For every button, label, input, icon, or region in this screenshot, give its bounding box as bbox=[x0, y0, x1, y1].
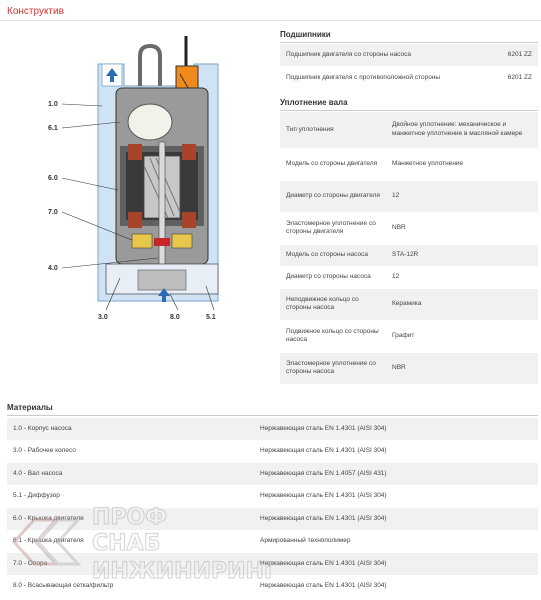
seal-value: Двойное уплотнение: механическое и манже… bbox=[386, 112, 538, 149]
diagram-label-6-0: 6.0 bbox=[48, 175, 58, 182]
shaft-seal-divider bbox=[280, 110, 538, 111]
seal-value: 12 bbox=[386, 180, 538, 213]
seal-label: Тип уплотнения bbox=[280, 112, 386, 149]
diagram-label-6-1: 6.1 bbox=[48, 125, 58, 132]
seal-value: NBR bbox=[386, 212, 538, 245]
bearing-value: 6201 ZZ bbox=[486, 44, 538, 67]
material-part: 1.0 - Корпус насоса bbox=[7, 418, 254, 441]
table-row: 1.0 - Корпус насоса Нержавеющая сталь EN… bbox=[7, 418, 538, 441]
table-row: 7.0 - Опора Нержавеющая сталь EN 1.4301 … bbox=[7, 552, 538, 576]
seal-label: Подвижное кольцо со стороны насоса bbox=[280, 320, 386, 353]
bearings-heading: Подшипники bbox=[280, 30, 331, 39]
seal-label: Модель со стороны насоса bbox=[280, 244, 386, 267]
material-value: Нержавеющая сталь EN 1.4301 (AISI 304) bbox=[254, 440, 538, 463]
table-row: 8.0 - Всасывающая сетка/фильтр Нержавеющ… bbox=[7, 575, 538, 598]
material-part: 8.0 - Всасывающая сетка/фильтр bbox=[7, 575, 254, 598]
table-row: 6.1 - Крышка двигателя Армированный техн… bbox=[7, 530, 538, 553]
table-row: 3.0 - Рабочее колесо Нержавеющая сталь E… bbox=[7, 440, 538, 463]
seal-value: Графит bbox=[386, 320, 538, 353]
table-row: 6.0 - Крышка двигателя Нержавеющая сталь… bbox=[7, 507, 538, 531]
table-row: Эластомерное уплотнение со стороны двига… bbox=[280, 212, 538, 245]
diagram-label-7-0: 7.0 bbox=[48, 209, 58, 216]
seal-label: Эластомерное уплотнение со стороны насос… bbox=[280, 352, 386, 385]
material-value: Нержавеющая сталь EN 1.4301 (AISI 304) bbox=[254, 552, 538, 576]
table-row: Неподвижное кольцо со стороны насоса Кер… bbox=[280, 288, 538, 321]
bearing-label: Подшипник двигателя с противоположной ст… bbox=[280, 66, 486, 90]
diagram-label-3-0: 3.0 bbox=[98, 314, 108, 321]
diagram-label-1-0: 1.0 bbox=[48, 101, 58, 108]
page-title: Конструктив bbox=[7, 6, 64, 17]
material-value: Нержавеющая сталь EN 1.4301 (AISI 304) bbox=[254, 485, 538, 508]
seal-label: Эластомерное уплотнение со стороны двига… bbox=[280, 212, 386, 245]
bearings-table: Подшипник двигателя со стороны насоса 62… bbox=[280, 44, 538, 90]
materials-table: 1.0 - Корпус насоса Нержавеющая сталь EN… bbox=[7, 418, 538, 598]
material-part: 6.0 - Крышка двигателя bbox=[7, 507, 254, 531]
bearings-divider bbox=[280, 42, 538, 43]
material-value: Нержавеющая сталь EN 1.4057 (AISI 431) bbox=[254, 462, 538, 486]
table-row: Эластомерное уплотнение со стороны насос… bbox=[280, 352, 538, 385]
seal-value: STA-12R bbox=[386, 244, 538, 267]
seal-value: Манжетное уплотнение bbox=[386, 148, 538, 181]
material-value: Нержавеющая сталь EN 1.4301 (AISI 304) bbox=[254, 418, 538, 441]
title-divider bbox=[0, 20, 541, 21]
material-value: Армированный технополимер bbox=[254, 530, 538, 553]
material-part: 6.1 - Крышка двигателя bbox=[7, 530, 254, 553]
shaft-seal-table: Тип уплотнения Двойное уплотнение: механ… bbox=[280, 112, 538, 385]
shaft-seal-heading: Уплотнение вала bbox=[280, 98, 348, 107]
bearing-label: Подшипник двигателя со стороны насоса bbox=[280, 44, 486, 67]
table-row: Тип уплотнения Двойное уплотнение: механ… bbox=[280, 112, 538, 149]
seal-label: Модель со стороны двигателя bbox=[280, 148, 386, 181]
bearing-value: 6201 ZZ bbox=[486, 66, 538, 90]
diagram-label-5-1: 5.1 bbox=[206, 314, 216, 321]
material-part: 5.1 - Диффузор bbox=[7, 485, 254, 508]
table-row: Диаметр со стороны двигателя 12 bbox=[280, 180, 538, 213]
table-row: 5.1 - Диффузор Нержавеющая сталь EN 1.43… bbox=[7, 485, 538, 508]
table-row: Модель со стороны насоса STA-12R bbox=[280, 244, 538, 267]
seal-label: Диаметр со стороны двигателя bbox=[280, 180, 386, 213]
table-row: 4.0 - Вал насоса Нержавеющая сталь EN 1.… bbox=[7, 462, 538, 486]
material-part: 4.0 - Вал насоса bbox=[7, 462, 254, 486]
diagram-label-4-0: 4.0 bbox=[48, 265, 58, 272]
table-row: Диаметр со стороны насоса 12 bbox=[280, 266, 538, 289]
diagram-label-8-0: 8.0 bbox=[170, 314, 180, 321]
material-value: Нержавеющая сталь EN 1.4301 (AISI 304) bbox=[254, 575, 538, 598]
table-row: Подшипник двигателя с противоположной ст… bbox=[280, 66, 538, 90]
table-row: Подшипник двигателя со стороны насоса 62… bbox=[280, 44, 538, 67]
materials-divider bbox=[7, 415, 538, 416]
table-row: Модель со стороны двигателя Манжетное уп… bbox=[280, 148, 538, 181]
material-value: Нержавеющая сталь EN 1.4301 (AISI 304) bbox=[254, 507, 538, 531]
seal-value: 12 bbox=[386, 266, 538, 289]
seal-value: NBR bbox=[386, 352, 538, 385]
seal-label: Неподвижное кольцо со стороны насоса bbox=[280, 288, 386, 321]
table-row: Подвижное кольцо со стороны насоса Графи… bbox=[280, 320, 538, 353]
pump-cross-section-diagram: 1.0 6.1 6.0 7.0 4.0 3.0 8.0 5.1 bbox=[48, 36, 219, 321]
material-part: 3.0 - Рабочее колесо bbox=[7, 440, 254, 463]
seal-value: Керамика bbox=[386, 288, 538, 321]
materials-heading: Материалы bbox=[7, 403, 53, 412]
seal-label: Диаметр со стороны насоса bbox=[280, 266, 386, 289]
material-part: 7.0 - Опора bbox=[7, 552, 254, 576]
